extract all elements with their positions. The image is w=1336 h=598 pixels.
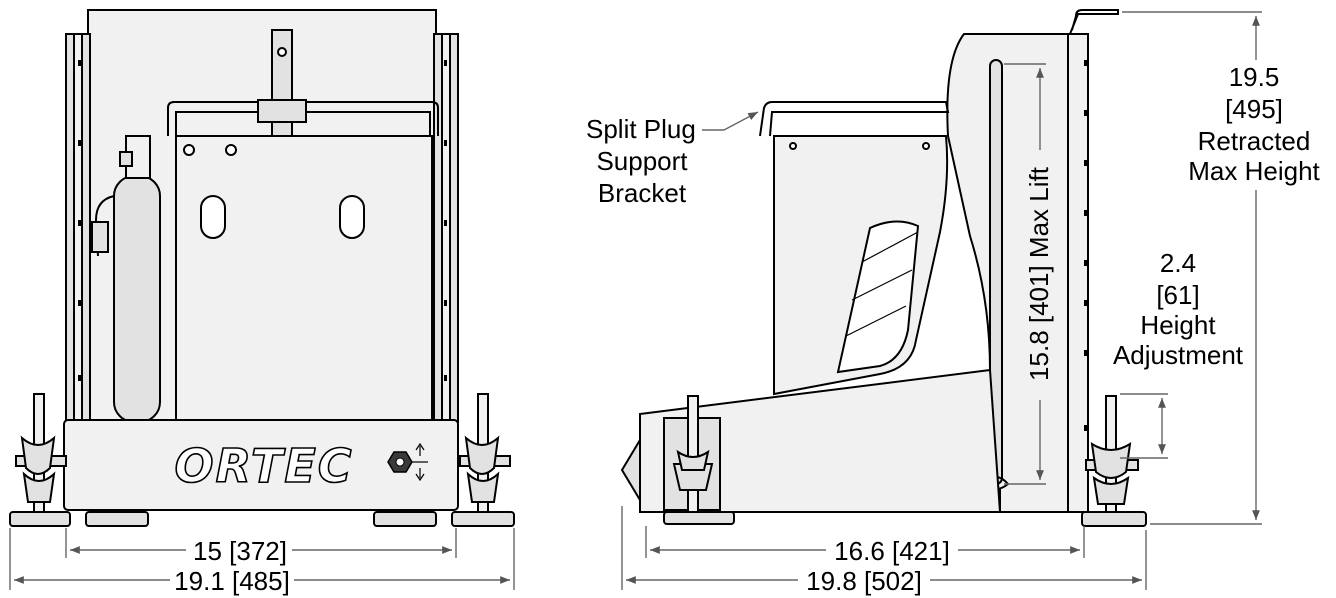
foot-4	[451, 511, 515, 527]
cone-tip	[620, 436, 641, 504]
foot-1	[9, 511, 71, 527]
shield-screw-1	[789, 142, 797, 150]
side-leveler-rear	[1085, 395, 1139, 513]
dim-max-height-line1: 19.5	[1229, 62, 1280, 92]
side-view: Split Plug Support Bracket 15.8 [401] Ma…	[586, 9, 1321, 596]
valve-knob	[119, 151, 133, 167]
top-handle	[1069, 9, 1119, 35]
bracket-clamp	[257, 99, 307, 123]
dim-height-adjust-line1: 2.4	[1160, 248, 1196, 278]
split-plug-bracket	[759, 101, 950, 137]
front-view: ORTEC	[9, 9, 515, 596]
foot-2	[85, 511, 149, 527]
shield-screw-2	[922, 142, 930, 150]
dim-height-adjust-line2: [61]	[1156, 280, 1199, 310]
left-rail-inner	[73, 33, 83, 423]
foot-3	[373, 511, 437, 527]
front-dimensions	[9, 528, 515, 590]
dim-inner-depth-label: 16.6 [421]	[834, 536, 950, 566]
callout-bracket-line1: Split Plug	[586, 114, 696, 144]
plate-slot-left	[200, 195, 226, 239]
brand-logo: ORTEC	[174, 439, 353, 493]
callout-bracket-line3: Bracket	[598, 178, 687, 208]
dim-outer-width-label: 19.1 [485]	[174, 566, 290, 596]
leveler-left	[15, 393, 67, 513]
dim-outer-depth-label: 19.8 [502]	[806, 566, 922, 596]
dim-height-adjust-line3: Height	[1140, 310, 1216, 340]
plate-screw-1	[183, 144, 195, 156]
lift-switch	[387, 442, 428, 482]
dim-max-height-line2: [495]	[1225, 94, 1283, 124]
rear-column	[1067, 33, 1089, 513]
dim-inner-width-label: 15 [372]	[193, 536, 287, 566]
shield-plate	[175, 135, 433, 421]
dim-max-lift-label: 15.8 [401] Max Lift	[1024, 166, 1054, 381]
side-dimensions	[621, 11, 1262, 590]
hose-fitting	[91, 221, 109, 253]
leveler-right	[459, 393, 511, 513]
slot-screw	[277, 47, 287, 57]
gas-cylinder	[113, 175, 161, 423]
side-foot-front	[663, 511, 735, 525]
plate-screw-2	[225, 144, 237, 156]
side-foot-rear	[1081, 511, 1147, 527]
plate-slot-right	[339, 195, 365, 239]
shield-window	[836, 220, 920, 374]
rail-screws	[78, 60, 447, 381]
dim-max-height-line4: Max Height	[1188, 156, 1320, 186]
callout-bracket-line2: Support	[596, 146, 688, 176]
dim-max-height-line3: Retracted	[1198, 126, 1311, 156]
column-screws	[1084, 60, 1087, 431]
right-rail-inner	[441, 33, 451, 423]
dim-height-adjust-line4: Adjustment	[1113, 340, 1244, 370]
window-hatch	[845, 231, 919, 337]
gas-hose	[94, 195, 115, 257]
